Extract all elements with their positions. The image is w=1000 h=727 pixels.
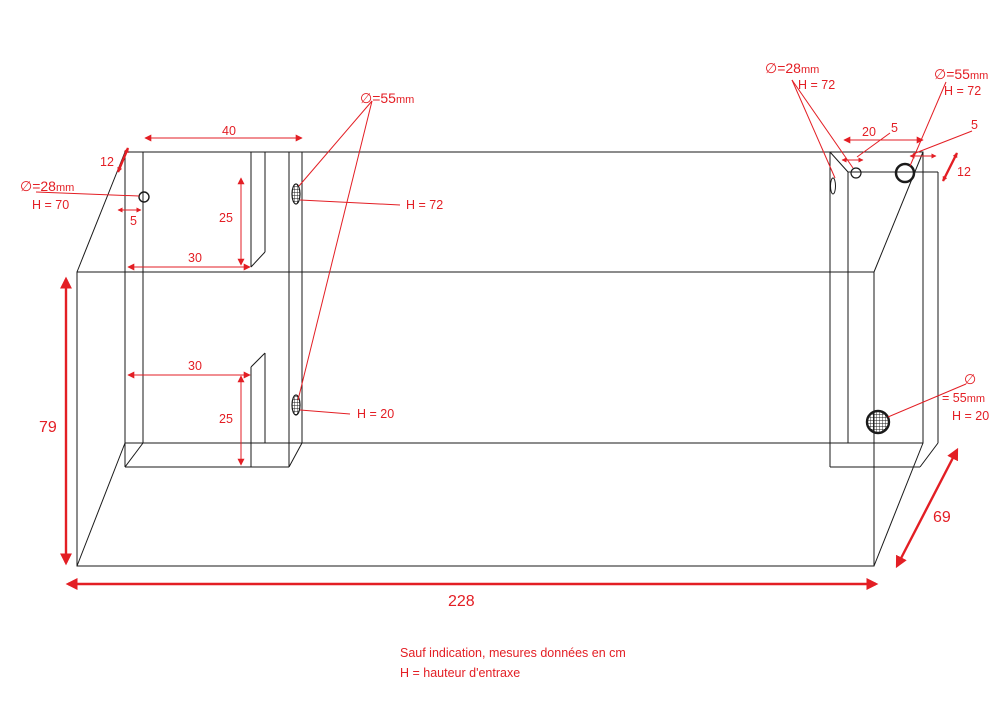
dim-line-depth <box>895 447 959 569</box>
right-lower-hole-diameter-symbol: ∅ <box>964 371 976 387</box>
dim-line-top-right-depth <box>941 152 959 182</box>
svg-text:∅=55mm: ∅=55mm <box>934 66 988 82</box>
note-height-legend: H = hauteur d'entraxe <box>400 666 521 680</box>
dim-lower-slot-depth: 30 <box>188 359 202 373</box>
callout-center-holes: ∅=55mm H = 72 H = 20 <box>357 90 443 421</box>
svg-text:∅=55mm: ∅=55mm <box>360 90 414 106</box>
right-small-hole-unit: mm <box>801 64 819 76</box>
dim-length: 228 <box>448 593 475 610</box>
left-hole-diameter: ∅=28 <box>20 178 56 194</box>
center-holes-height-lower: H = 20 <box>357 407 394 421</box>
dim-line-top-left-depth <box>116 147 130 173</box>
right-large-hole-unit: mm <box>970 70 988 82</box>
center-holes-diameter: ∅=55 <box>360 90 396 106</box>
center-holes-height-upper: H = 72 <box>406 198 443 212</box>
dim-upper-slot-depth: 30 <box>188 251 202 265</box>
callout-left-hole: ∅=28mm H = 70 <box>20 178 74 212</box>
left-upper-compartment <box>124 152 303 468</box>
cabinet-box <box>76 151 924 567</box>
dim-top-right-offset-a: 5 <box>891 121 898 135</box>
dim-top-right-offset-b: 5 <box>971 118 978 132</box>
svg-text:∅=28mm: ∅=28mm <box>765 60 819 76</box>
right-small-hole <box>850 167 862 179</box>
dim-top-left-depth: 12 <box>100 155 114 169</box>
center-upper-hole <box>291 183 301 205</box>
right-small-hole-diameter: ∅=28 <box>765 60 801 76</box>
right-lower-hole <box>865 409 891 435</box>
dim-top-left-width: 40 <box>222 124 236 138</box>
right-side-small-hole <box>830 177 836 195</box>
left-hole-unit: mm <box>56 182 74 194</box>
callout-right-small-hole: ∅=28mm H = 72 <box>765 60 835 92</box>
dim-lower-slot-height: 25 <box>219 412 233 426</box>
center-holes-unit: mm <box>396 94 414 106</box>
right-lower-hole-diameter: = 55 <box>942 391 967 405</box>
right-lower-hole-height: H = 20 <box>952 409 989 423</box>
svg-text:∅=28mm: ∅=28mm <box>20 178 74 194</box>
dim-left-hole-offset: 5 <box>130 214 137 228</box>
right-small-hole-height: H = 72 <box>798 78 835 92</box>
callout-right-lower-hole: ∅ = 55mm H = 20 <box>942 371 989 423</box>
right-lower-hole-unit: mm <box>967 393 985 405</box>
svg-text:= 55mm: = 55mm <box>942 391 985 405</box>
dim-top-right-width: 20 <box>862 125 876 139</box>
right-large-hole-height: H = 72 <box>944 84 981 98</box>
dim-upper-slot-height: 25 <box>219 211 233 225</box>
dim-depth: 69 <box>933 509 951 526</box>
left-small-hole <box>138 191 150 203</box>
dim-height: 79 <box>39 419 57 436</box>
note-units: Sauf indication, mesures données en cm <box>400 646 626 660</box>
right-large-hole-diameter: ∅=55 <box>934 66 970 82</box>
callout-right-large-hole: ∅=55mm H = 72 <box>934 66 988 98</box>
left-hole-height: H = 70 <box>32 198 69 212</box>
right-large-hole <box>894 162 916 184</box>
dim-top-right-depth: 12 <box>957 165 971 179</box>
